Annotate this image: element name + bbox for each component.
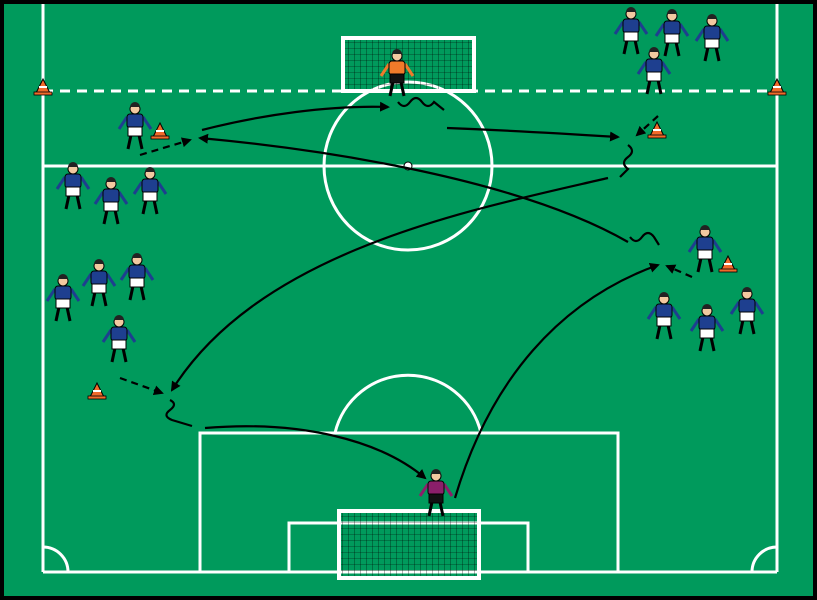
run-arrow [201, 101, 390, 132]
pass-arrow [665, 264, 693, 279]
run-arrow [198, 133, 629, 243]
pass-arrow [119, 376, 164, 396]
players [45, 7, 765, 517]
player-icon [81, 259, 117, 307]
cone-icon [767, 77, 787, 96]
player-icon [55, 162, 91, 210]
goalkeeper-icon [418, 469, 454, 517]
top-goal [341, 36, 476, 93]
pass-arrow [635, 115, 659, 137]
cones [33, 77, 787, 400]
run-arrow [170, 176, 609, 392]
player-icon [93, 177, 129, 225]
cone-icon [150, 121, 170, 140]
dribble-path [629, 231, 660, 246]
goalkeeper-icon [379, 49, 415, 97]
run-arrow [446, 126, 620, 142]
player-icon [636, 47, 672, 95]
dribble-path [165, 399, 193, 428]
player-icon [132, 167, 168, 215]
player-icon [45, 274, 81, 322]
bottom-goal [337, 509, 481, 580]
player-icon [101, 315, 137, 363]
dribble-path [619, 144, 634, 178]
movement-arrows [119, 96, 693, 499]
player-icon [729, 287, 765, 335]
player-icon [694, 14, 730, 62]
dribble-path [397, 96, 445, 111]
cone-icon [718, 254, 738, 273]
player-icon [646, 292, 682, 340]
run-arrow [204, 425, 427, 480]
player-icon [119, 253, 155, 301]
player-icon [687, 225, 723, 273]
player-icon [654, 9, 690, 57]
player-icon [117, 102, 153, 150]
cone-icon [647, 120, 667, 139]
player-icon [613, 7, 649, 55]
cone-icon [87, 381, 107, 400]
pass-arrow [139, 137, 192, 157]
cone-icon [33, 77, 53, 96]
run-arrow [453, 262, 660, 499]
player-icon [689, 304, 725, 352]
